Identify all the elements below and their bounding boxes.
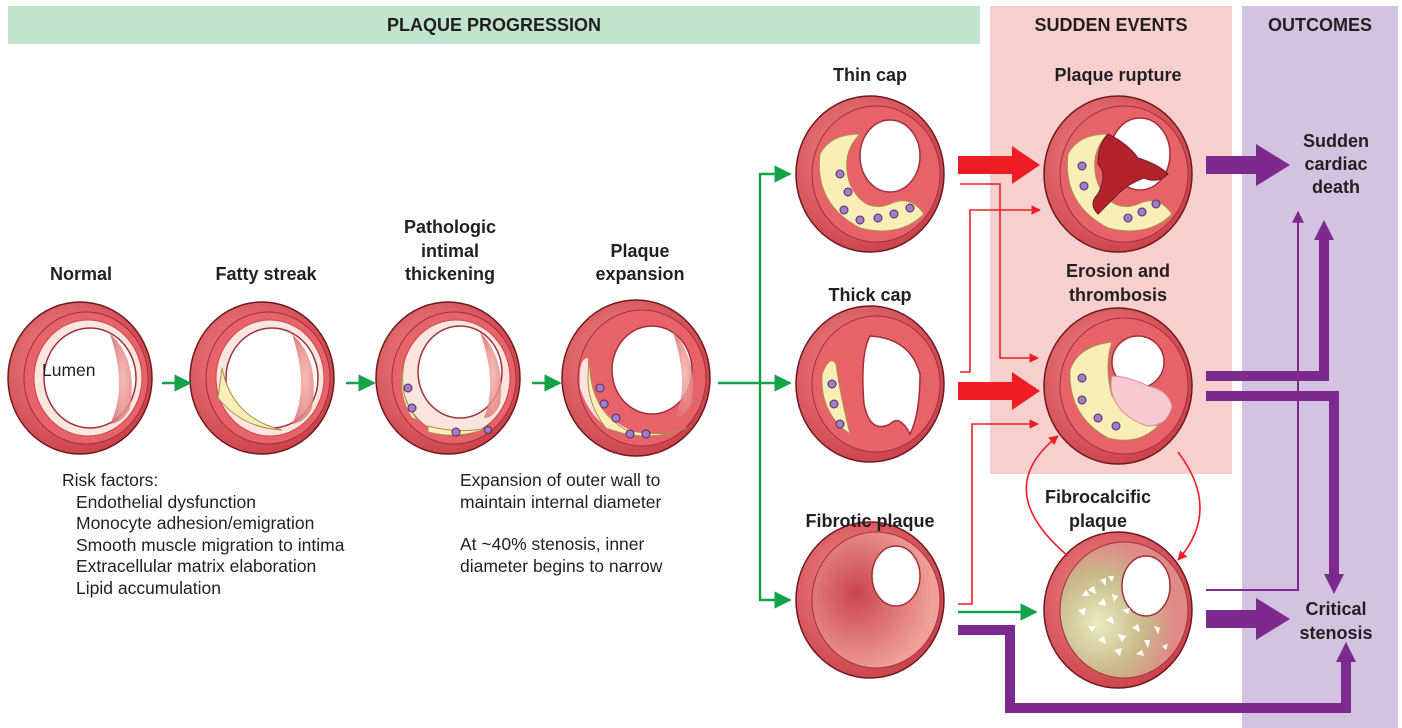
expansion-note-line: Expansion of outer wall to [460,470,662,492]
risk-factors-list: Risk factors: Endothelial dysfunction Mo… [62,470,344,599]
event-fibrocalcific-label-line2: plaque [1028,510,1168,533]
stage-thin-cap-label: Thin cap [800,64,940,87]
outcome-stenosis-line1: Critical [1266,598,1402,621]
stage-expansion-label-line2: expansion [570,263,710,286]
stage-fibrotic-label: Fibrotic plaque [790,510,950,533]
event-erosion-label-line2: thrombosis [1028,284,1208,307]
expansion-note-line: maintain internal diameter [460,492,662,514]
outcome-death-line1: Sudden [1266,130,1402,153]
vessel-plaque-expansion [562,300,710,456]
stage-normal-label: Normal [26,263,136,286]
vessel-pathologic-thickening [376,302,520,454]
risk-factor-item: Monocyte adhesion/emigration [62,513,344,535]
expansion-note-line: At ~40% stenosis, inner [460,534,662,556]
expansion-note: Expansion of outer wall to maintain inte… [460,470,662,577]
vessel-thin-cap [796,96,944,252]
stage-thick-cap-label: Thick cap [800,284,940,307]
risk-factors-title: Risk factors: [62,470,344,492]
vessel-thick-cap [796,306,944,462]
vessel-plaque-rupture [1044,96,1192,252]
event-fibrocalcific-label-line1: Fibrocalcific [1028,486,1168,509]
stage-pathologic-label-line2: intimal [380,240,520,263]
lumen-label: Lumen [42,360,96,382]
stage-pathologic-label-line3: thickening [380,263,520,286]
outcome-stenosis-line2: stenosis [1266,622,1402,645]
vessel-erosion-thrombosis [1044,308,1192,464]
stage-fatty-streak-label: Fatty streak [196,263,336,286]
vessel-fibrotic-plaque [796,522,944,678]
event-erosion-label-line1: Erosion and [1028,260,1208,283]
risk-factor-item: Endothelial dysfunction [62,492,344,514]
outcome-death-line2: cardiac [1266,153,1402,176]
risk-factor-item: Extracellular matrix elaboration [62,556,344,578]
outcome-death-line3: death [1266,176,1402,199]
stage-pathologic-label-line1: Pathologic [380,216,520,239]
risk-factor-item: Smooth muscle migration to intima [62,535,344,557]
stage-expansion-label-line1: Plaque [570,240,710,263]
event-rupture-label: Plaque rupture [1028,64,1208,87]
vessel-fatty-streak [190,302,334,454]
expansion-note-line: diameter begins to narrow [460,556,662,578]
risk-factor-item: Lipid accumulation [62,578,344,600]
